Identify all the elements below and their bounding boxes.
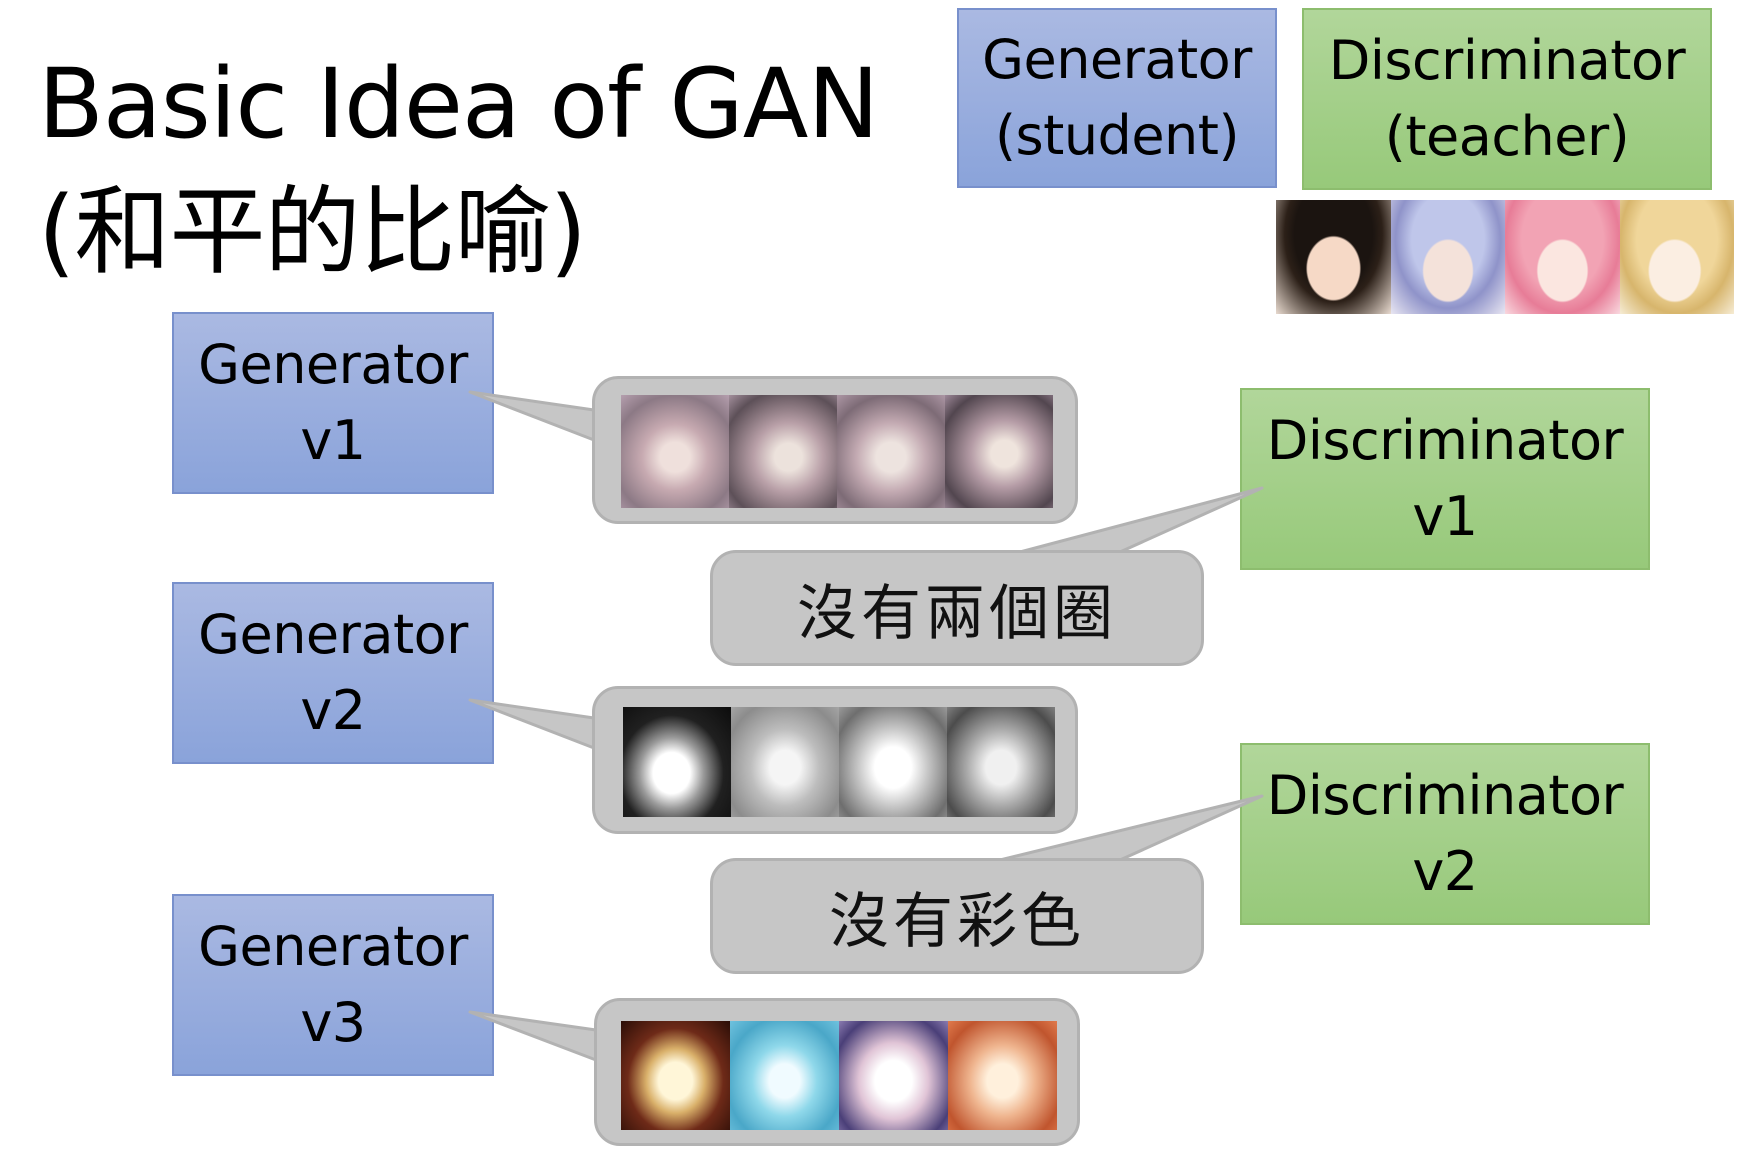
generated-image — [621, 395, 729, 508]
real-face-image — [1276, 200, 1391, 314]
discriminator-v1-version: v1 — [1412, 485, 1478, 548]
real-faces-image-strip — [1276, 200, 1734, 314]
critique-v2-text: 沒有彩色 — [829, 886, 1085, 957]
critique-v1-callout: 沒有兩個圈 — [710, 550, 1204, 666]
generator-v2-version: v2 — [300, 679, 366, 742]
generator-v2-name: Generator — [198, 603, 468, 666]
real-face-image — [1619, 200, 1734, 314]
generator-v1-box: Generator v1 — [172, 312, 494, 494]
discriminator-v2-version: v2 — [1412, 840, 1478, 903]
callout-tail-generator-v2 — [468, 698, 596, 750]
generator-v3-version: v3 — [300, 991, 366, 1054]
generated-image — [839, 1021, 948, 1130]
callout-tail-generator-v1 — [468, 390, 596, 442]
critique-v1-text: 沒有兩個圈 — [797, 578, 1117, 649]
generator-v3-name: Generator — [198, 915, 468, 978]
legend-discriminator-box: Discriminator (teacher) — [1302, 8, 1712, 190]
generated-image — [947, 707, 1055, 817]
callout-tail-generator-v3 — [468, 1010, 598, 1062]
generated-images-v2-callout — [592, 686, 1078, 834]
legend-generator-role: (student) — [994, 104, 1240, 167]
generated-image — [839, 707, 947, 817]
generator-v2-box: Generator v2 — [172, 582, 494, 764]
generated-image — [730, 1021, 839, 1130]
generated-image — [623, 707, 731, 817]
generator-v3-box: Generator v3 — [172, 894, 494, 1076]
generated-image — [729, 395, 837, 508]
discriminator-v2-name: Discriminator — [1266, 764, 1624, 827]
generated-image — [837, 395, 945, 508]
legend-discriminator-role: (teacher) — [1384, 105, 1630, 168]
real-face-image — [1505, 200, 1620, 314]
generated-images-v2-strip — [623, 707, 1055, 817]
generated-image — [731, 707, 839, 817]
legend-discriminator-name: Discriminator — [1328, 29, 1686, 92]
generator-v1-version: v1 — [300, 409, 366, 472]
generated-image — [621, 1021, 730, 1130]
real-face-image — [1390, 200, 1505, 314]
generated-image — [945, 395, 1053, 508]
generated-image — [948, 1021, 1057, 1130]
discriminator-v1-box: Discriminator v1 — [1240, 388, 1650, 570]
discriminator-v1-name: Discriminator — [1266, 409, 1624, 472]
generator-v1-name: Generator — [198, 333, 468, 396]
title-line-2: (和平的比喻) — [38, 176, 587, 288]
generated-images-v3-callout — [594, 998, 1080, 1146]
legend-generator-name: Generator — [982, 28, 1252, 91]
generated-images-v3-strip — [621, 1021, 1057, 1130]
discriminator-v2-box: Discriminator v2 — [1240, 743, 1650, 925]
slide-title: Basic Idea of GAN (和平的比喻) — [38, 40, 879, 296]
critique-v2-callout: 沒有彩色 — [710, 858, 1204, 974]
generated-images-v1-strip — [621, 395, 1053, 508]
generated-images-v1-callout — [592, 376, 1078, 524]
title-line-1: Basic Idea of GAN — [38, 48, 879, 160]
legend-generator-box: Generator (student) — [957, 8, 1277, 188]
